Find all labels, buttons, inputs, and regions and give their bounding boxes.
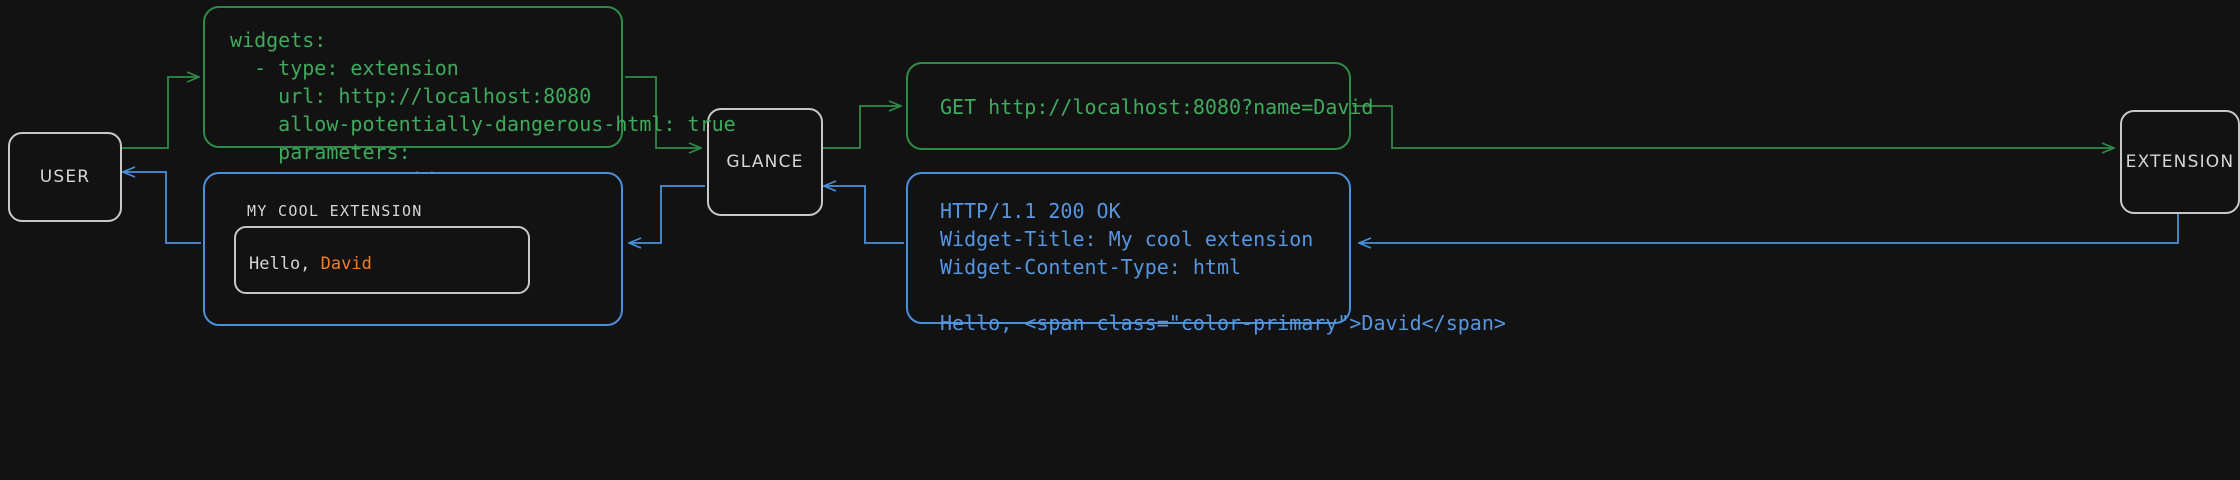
yaml-config-text: widgets: - type: extension url: http://l… — [230, 28, 736, 192]
rendered-widget-title: MY COOL EXTENSION — [247, 202, 423, 220]
rendered-widget-card: Hello, David — [234, 226, 530, 294]
node-glance-label: GLANCE — [726, 152, 804, 172]
http-request-text: GET http://localhost:8080?name=David — [940, 95, 1374, 119]
http-response-text: HTTP/1.1 200 OK Widget-Title: My cool ex… — [940, 199, 1506, 335]
wire-extension-to-response — [1359, 212, 2179, 243]
wire-config-to-glance — [625, 76, 701, 148]
http-request-panel: GET http://localhost:8080?name=David — [906, 62, 1373, 150]
wire-widget-to-user — [123, 172, 201, 244]
node-glance[interactable]: GLANCE — [707, 108, 823, 216]
wire-glance-to-widget — [629, 185, 705, 243]
node-user-label: USER — [39, 167, 91, 187]
wire-response-to-glance — [824, 186, 904, 244]
rendered-widget-name: David — [320, 254, 372, 274]
node-extension[interactable]: EXTENSION — [2120, 110, 2240, 214]
wire-user-to-config — [120, 77, 199, 149]
rendered-widget-body: Hello, David — [249, 254, 372, 274]
node-user[interactable]: USER — [8, 132, 122, 222]
http-response-panel: HTTP/1.1 200 OK Widget-Title: My cool ex… — [906, 172, 1506, 335]
node-extension-label: EXTENSION — [2125, 152, 2235, 172]
rendered-widget-panel: MY COOL EXTENSION Hello, David — [203, 172, 623, 326]
wire-glance-to-request — [821, 106, 901, 149]
wire-request-to-extension — [1353, 105, 2114, 148]
yaml-config-panel: widgets: - type: extension url: http://l… — [203, 6, 736, 192]
rendered-widget-greeting: Hello, — [249, 254, 321, 274]
